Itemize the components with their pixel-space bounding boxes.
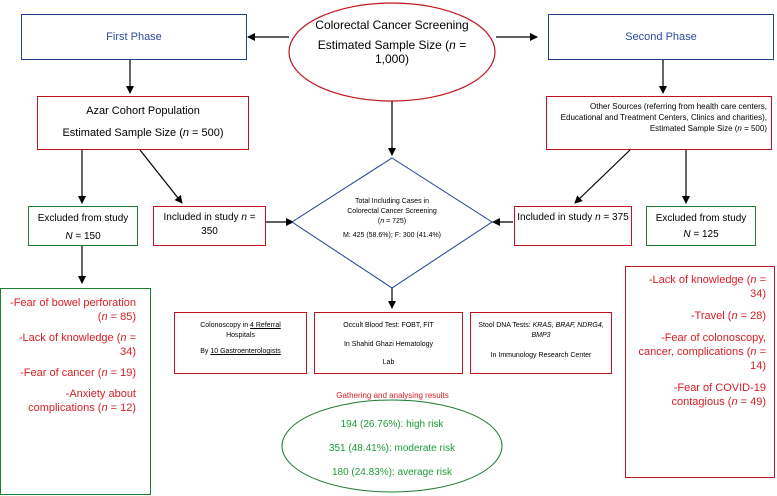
stool-dna-box: Stool DNA Tests: KRAS, BRAF, NDRG4, BMP3… <box>470 312 612 374</box>
reasons-right-box: -Lack of knowledge (n = 34) -Travel (n =… <box>625 266 775 478</box>
reason-right-3: -Fear of colonoscopy, cancer, complicati… <box>638 332 767 372</box>
result-moderate-risk: 351 (48.41%): moderate risk <box>328 443 456 454</box>
occult-line-3: Lab <box>382 359 395 366</box>
reason-left-4: -Anxiety about complications (n = 12) <box>28 388 136 414</box>
second-phase-label: Second Phase <box>625 31 697 43</box>
colonoscopy-line-2: Hospitals <box>226 332 255 339</box>
diamond-text: Total Including Cases in Colorectal Canc… <box>322 197 462 241</box>
top-ellipse-text: Colorectal Cancer Screening Estimated Sa… <box>300 18 484 66</box>
other-sources-box: Other Sources (referring from health car… <box>546 96 772 150</box>
excluded-right-title: Excluded from study <box>655 213 747 224</box>
included-right-text: Included in study n = 375 <box>517 212 629 223</box>
reason-left-2: -Lack of knowledge (n = 34) <box>18 332 136 358</box>
other-sources-text: Other Sources (referring from health car… <box>560 102 767 133</box>
reason-left-3: -Fear of cancer (n = 19) <box>20 367 136 379</box>
stool-line-1: Stool DNA Tests: KRAS, BRAF, NDRG4, BMP3 <box>478 322 604 339</box>
included-left-text: Included in study n = 350 <box>163 212 256 237</box>
top-ellipse <box>288 2 496 102</box>
arrow-azar-to-included <box>139 149 183 204</box>
colonoscopy-box: Colonoscopy in 4 Referral Hospitals By 1… <box>174 312 307 374</box>
included-right-box: Included in study n = 375 <box>514 206 632 246</box>
results-text: 194 (26.76%): high risk 351 (48.41%): mo… <box>300 418 484 479</box>
diamond-sex-split: M: 425 (58.6%); F: 300 (41.4%) <box>342 232 442 239</box>
excluded-right-box: Excluded from study N = 125 <box>646 206 756 246</box>
top-title: Colorectal Cancer Screening <box>315 18 469 32</box>
top-sample: Estimated Sample Size (n = 1,000) <box>317 38 467 66</box>
excluded-left-n: N = 150 <box>65 231 101 242</box>
gathering-label: Gathering and analysing results <box>336 391 449 400</box>
first-phase-box: First Phase <box>21 14 247 60</box>
second-phase-box: Second Phase <box>548 14 774 60</box>
decision-diamond <box>291 157 493 289</box>
result-average-risk: 180 (24.83%): average risk <box>331 467 453 478</box>
reasons-left-box: -Fear of bowel perforation (n = 85) -Lac… <box>0 288 151 495</box>
occult-line-1: Occult Blood Test: FOBT, FIT <box>343 322 434 329</box>
diamond-line-2: Colorectal Cancer Screening <box>347 208 437 215</box>
reason-right-2: -Travel (n = 28) <box>690 310 766 322</box>
first-phase-label: First Phase <box>106 31 162 43</box>
azar-title: Azar Cohort Population <box>86 105 200 117</box>
reason-left-1: -Fear of bowel perforation (n = 85) <box>10 297 136 323</box>
excluded-left-title: Excluded from study <box>37 213 129 224</box>
colonoscopy-line-3: By 10 Gastroenterologists <box>200 348 281 355</box>
stool-line-3: In Immunology Research Center <box>490 352 592 359</box>
included-left-box: Included in study n = 350 <box>153 206 266 246</box>
reason-right-4: -Fear of COVID-19 contagious (n = 49) <box>671 382 767 408</box>
colonoscopy-line-1: Colonoscopy in 4 Referral <box>200 322 281 329</box>
excluded-left-box: Excluded from study N = 150 <box>28 206 138 246</box>
arrow-other-to-included <box>574 149 631 204</box>
azar-cohort-box: Azar Cohort Population Estimated Sample … <box>37 96 249 150</box>
occult-line-2: In Shahid Ghazi Hematology <box>343 341 434 348</box>
occult-blood-box: Occult Blood Test: FOBT, FIT In Shahid G… <box>314 312 463 374</box>
reason-right-1: -Lack of knowledge (n = 34) <box>648 274 766 300</box>
diamond-line-1: Total Including Cases in <box>355 198 429 205</box>
diamond-line-3: (n = 725) <box>377 218 407 225</box>
result-high-risk: 194 (26.76%): high risk <box>340 419 444 430</box>
excluded-right-n: N = 125 <box>683 229 719 240</box>
results-ellipse <box>281 399 503 493</box>
azar-sample: Estimated Sample Size (n = 500) <box>62 127 224 139</box>
